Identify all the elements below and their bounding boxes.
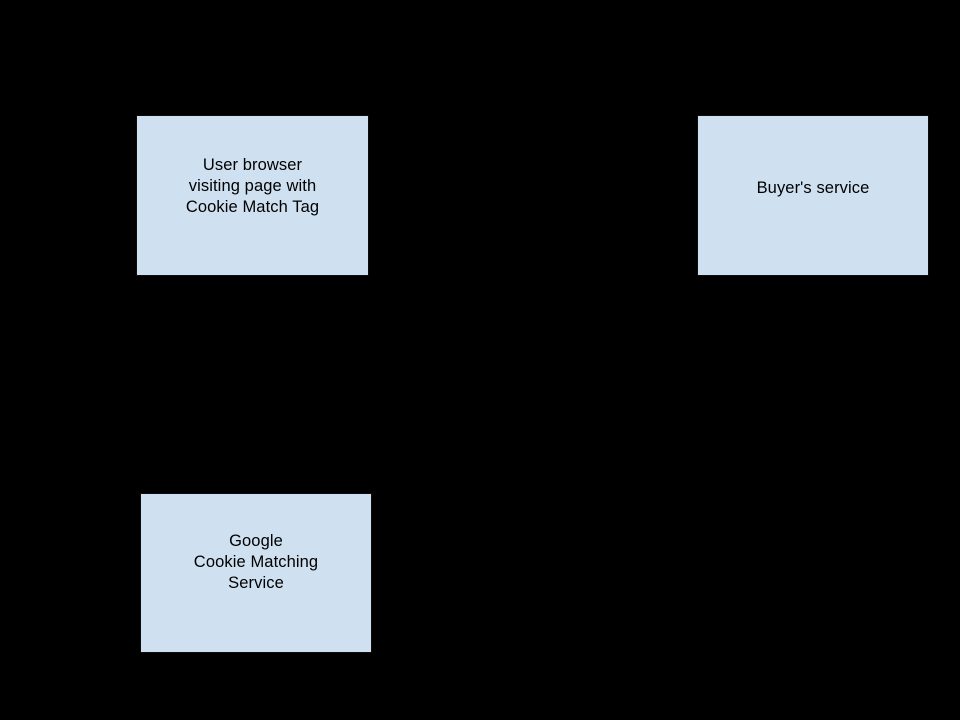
node-user-browser[interactable]: User browser visiting page with Cookie M… <box>136 115 369 276</box>
node-google-cookie-matching[interactable]: Google Cookie Matching Service <box>140 493 372 653</box>
node-buyers-service-label: Buyer's service <box>756 179 870 197</box>
node-buyers-service[interactable]: Buyer's service <box>697 115 929 276</box>
node-google-cookie-matching-label: Google Cookie Matching Service <box>193 531 319 592</box>
node-user-browser-label: User browser visiting page with Cookie M… <box>185 156 320 216</box>
